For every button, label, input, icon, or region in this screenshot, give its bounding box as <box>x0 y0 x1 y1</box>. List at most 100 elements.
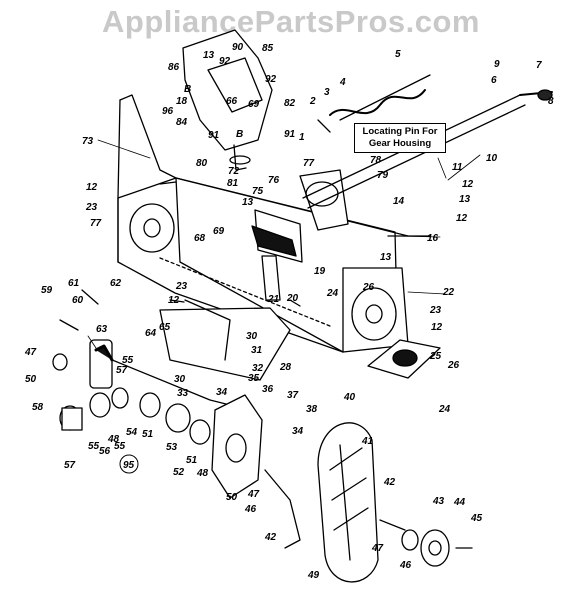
part-number-p65: 65 <box>159 322 171 333</box>
part-number-p68: 68 <box>194 233 206 244</box>
part-number-p81: 81 <box>227 178 239 189</box>
part-number-p77b: 77 <box>90 218 102 229</box>
part-number-p3: 3 <box>324 87 330 98</box>
part-number-p51b: 51 <box>186 455 198 466</box>
part-number-p55b: 55 <box>88 441 100 452</box>
part-number-p96: 96 <box>162 106 174 117</box>
part-number-p91b: 91 <box>284 129 296 140</box>
part-number-p38: 38 <box>306 404 318 415</box>
chute-deflector <box>182 29 273 171</box>
part-number-p78: 78 <box>370 155 382 166</box>
part-number-p24a: 24 <box>326 288 339 299</box>
part-number-p52: 52 <box>173 467 185 478</box>
part-number-p11: 11 <box>452 162 463 173</box>
part-number-p26b: 26 <box>447 360 460 371</box>
part-number-p69a: 69 <box>248 99 260 110</box>
part-number-p35: 35 <box>248 373 260 384</box>
part-number-p32: 32 <box>252 363 264 374</box>
callout-line-2: Gear Housing <box>368 138 432 149</box>
part-number-p42b: 42 <box>264 532 277 543</box>
part-number-p18: 18 <box>176 96 188 107</box>
part-number-p12a: 12 <box>462 179 474 190</box>
part-number-p86: 86 <box>168 62 180 73</box>
part-number-p42a: 42 <box>383 477 396 488</box>
part-number-p50b: 50 <box>226 492 238 503</box>
part-number-p4: 4 <box>339 77 346 88</box>
part-number-pB1: B <box>184 84 191 95</box>
part-number-p50a: 50 <box>25 374 37 385</box>
part-number-p48b: 48 <box>196 468 209 479</box>
part-95-circle <box>119 454 139 474</box>
part-number-p34b: 34 <box>292 426 304 437</box>
part-number-p12e: 12 <box>431 322 443 333</box>
part-number-p12c: 12 <box>86 182 98 193</box>
part-number-p10: 10 <box>486 153 498 164</box>
part-number-p22: 22 <box>442 287 455 298</box>
part-number-p45: 45 <box>470 513 483 524</box>
part-number-p54: 54 <box>126 427 138 438</box>
part-number-p46b: 46 <box>399 560 412 571</box>
part-number-p63: 63 <box>96 324 108 335</box>
part-number-p23b: 23 <box>429 305 442 316</box>
part-number-p82: 82 <box>284 98 296 109</box>
part-number-p7: 7 <box>536 60 542 71</box>
part-number-p55c: 55 <box>114 441 126 452</box>
part-number-p30b: 30 <box>174 374 186 385</box>
part-number-p23c: 23 <box>175 281 188 292</box>
part-number-p26a: 26 <box>362 282 375 293</box>
part-number-p30a: 30 <box>246 331 258 342</box>
part-number-p92a: 92 <box>219 56 231 67</box>
leader-lines <box>87 139 481 349</box>
part-number-p40: 40 <box>343 392 356 403</box>
part-number-p14: 14 <box>393 196 405 207</box>
hub-parts <box>379 519 473 567</box>
part-number-p6: 6 <box>491 75 497 86</box>
part-number-p28: 28 <box>279 362 292 373</box>
part-number-p1: 1 <box>299 132 305 143</box>
part-number-p13c: 13 <box>242 197 254 208</box>
part-number-p55a: 55 <box>122 355 134 366</box>
part-number-p46a: 46 <box>244 504 257 515</box>
part-number-p47a: 47 <box>24 347 37 358</box>
part-number-p21: 21 <box>267 294 280 305</box>
part-number-p56: 56 <box>99 446 111 457</box>
part-number-p9: 9 <box>494 59 500 70</box>
part-number-p91a: 91 <box>208 130 220 141</box>
part-number-p57a: 57 <box>116 365 128 376</box>
part-number-p51a: 51 <box>142 429 154 440</box>
part-number-p75: 75 <box>252 186 264 197</box>
part-number-p90: 90 <box>232 42 244 53</box>
part-number-p80: 80 <box>196 158 208 169</box>
part-number-p44: 44 <box>453 497 466 508</box>
part-number-p16: 16 <box>427 233 439 244</box>
part-number-p69b: 69 <box>213 226 225 237</box>
part-number-p12b: 12 <box>456 213 468 224</box>
part-number-p57b: 57 <box>64 460 76 471</box>
part-number-p58: 58 <box>32 402 44 413</box>
part-number-p61: 61 <box>68 278 80 289</box>
callout-line-1: Locating Pin For <box>362 126 438 137</box>
part-number-p49: 49 <box>307 570 320 581</box>
part-number-p92b: 92 <box>265 74 277 85</box>
impeller-assembly <box>89 299 291 411</box>
part-number-p85: 85 <box>262 43 274 54</box>
left-gear-stack <box>52 353 211 445</box>
part-number-p13d: 13 <box>380 252 392 263</box>
part-number-p8: 8 <box>548 96 554 107</box>
part-number-p73: 73 <box>82 136 94 147</box>
part-number-p20: 20 <box>286 293 299 304</box>
part-number-p24b: 24 <box>438 404 451 415</box>
part-number-p47c: 47 <box>371 543 384 554</box>
part-number-p41: 41 <box>361 436 374 447</box>
part-number-p31: 31 <box>251 345 263 356</box>
part-number-p37: 37 <box>287 390 299 401</box>
part-number-p72: 72 <box>228 166 240 177</box>
gear-case <box>191 394 263 499</box>
part-number-p19: 19 <box>314 266 326 277</box>
skid-shoe <box>367 339 441 379</box>
auger-blade <box>264 422 379 583</box>
part-number-p12d: 12 <box>168 295 180 306</box>
part-number-p23a: 23 <box>85 202 98 213</box>
part-number-p25: 25 <box>429 351 442 362</box>
